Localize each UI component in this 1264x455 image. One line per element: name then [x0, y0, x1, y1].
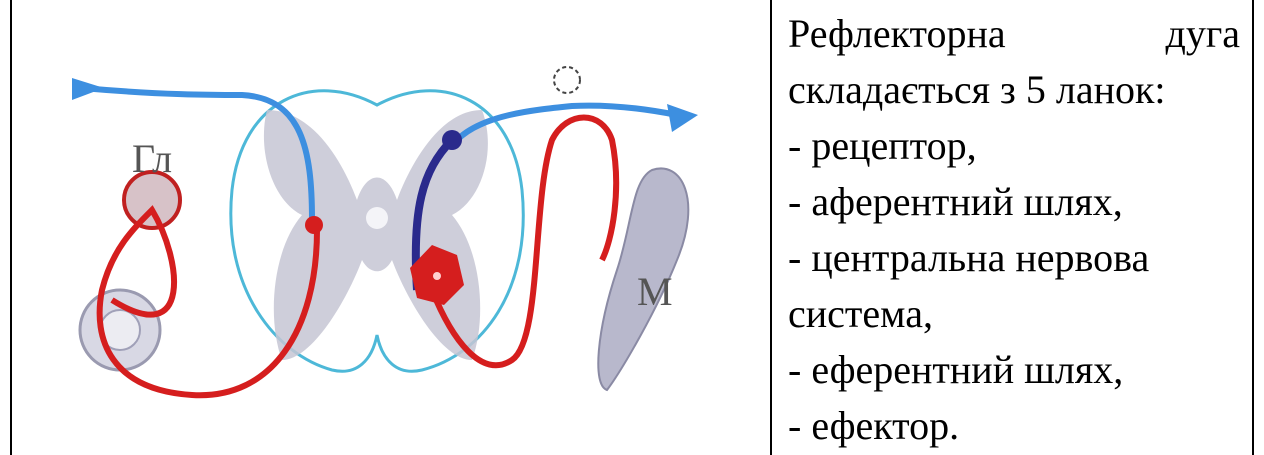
description-line: - еферентний шлях, — [788, 342, 1240, 398]
central-canal — [366, 207, 388, 229]
description-line: - ефектор. — [788, 398, 1240, 454]
muscle-label: М — [637, 269, 673, 314]
description-line: складається з 5 ланок: — [788, 62, 1240, 118]
reflex-arc-svg: Гл М — [12, 0, 770, 455]
motor-neuron-nucleus — [433, 272, 441, 280]
afferent-arrow-left — [72, 78, 104, 100]
gland-label: Гл — [132, 136, 172, 181]
description-line: - аферентний шлях, — [788, 174, 1240, 230]
description-line: система, — [788, 286, 1240, 342]
reflex-arc-diagram: Гл М — [12, 0, 770, 455]
synapse-left — [305, 216, 323, 234]
description-line: - рецептор, — [788, 118, 1240, 174]
receptor-marker — [554, 67, 580, 93]
heading-word-2: дуга — [1165, 6, 1240, 62]
heading-word-1: Рефлекторна — [788, 6, 1006, 62]
afferent-arrow-right — [667, 104, 698, 132]
cell-divider — [770, 0, 772, 455]
description-line-heading: Рефлекторна дуга — [788, 6, 1240, 62]
description-line: - центральна нервова — [788, 230, 1240, 286]
description-text: Рефлекторна дуга складається з 5 ланок: … — [788, 6, 1240, 454]
interneuron-body — [442, 130, 462, 150]
